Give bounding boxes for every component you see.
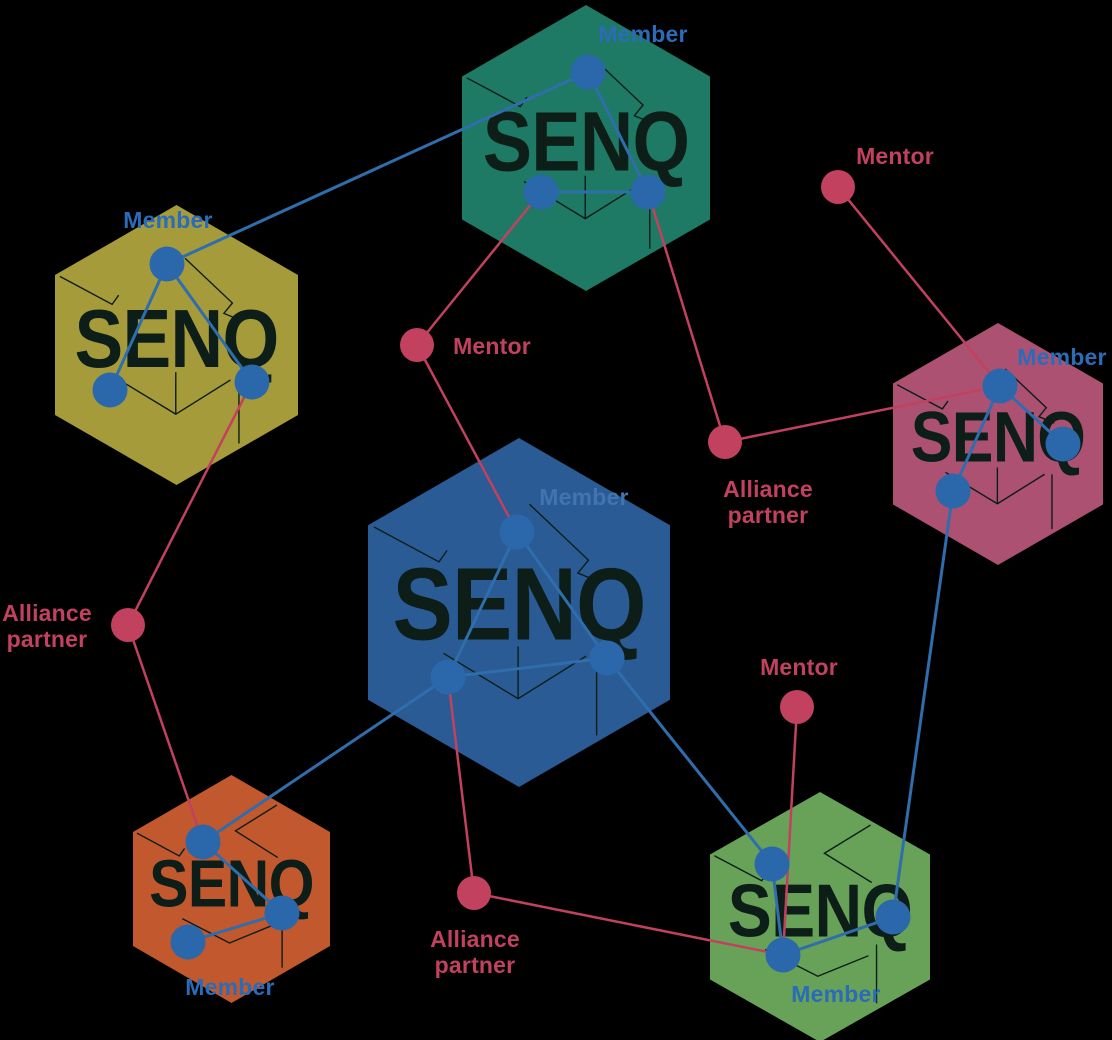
cube-line-art-icon <box>368 438 670 787</box>
edge-alliance-mid--pink-top <box>724 384 1001 444</box>
edge-olive-br--alliance-left <box>126 381 254 626</box>
senq-wordmark: SENQ <box>392 546 646 662</box>
edge-teal-br--alliance-mid <box>646 191 727 443</box>
node-member-blue-bl <box>430 659 466 695</box>
edge-olive-top--olive-bl <box>108 263 169 391</box>
label-member-green: Member <box>791 981 880 1007</box>
edge-teal-top--olive-top <box>166 70 589 266</box>
cube-line-art-icon <box>133 775 330 1003</box>
edge-mentor-center--blue-top <box>415 344 519 533</box>
node-member-green-bc <box>765 937 801 973</box>
node-mentor-mentor-bottom <box>780 690 814 724</box>
node-member-blue-br <box>589 640 625 676</box>
label-line: Alliance <box>2 600 92 626</box>
label-line: partner <box>727 502 809 528</box>
edge-blue-bl--blue-br <box>447 656 608 679</box>
edge-olive-top--olive-br <box>165 263 254 383</box>
node-alliance-alliance-bottom <box>457 876 491 910</box>
node-member-olive-bl <box>92 372 128 408</box>
edge-orange-top--orange-right <box>201 840 284 915</box>
edge-blue-bl--alliance-bottom <box>446 676 476 894</box>
edge-teal-bl--mentor-center <box>416 191 542 346</box>
node-member-pink-left <box>935 473 971 509</box>
label-mentor-topright: Mentor <box>856 143 934 169</box>
node-member-pink-top <box>982 368 1018 404</box>
edge-blue-bl--orange-top <box>202 675 449 844</box>
label-line: partner <box>434 952 516 978</box>
label-line: Alliance <box>430 926 520 952</box>
node-mentor-mentor-center <box>400 328 434 362</box>
node-member-blue-top <box>499 514 535 550</box>
label-line: Mentor <box>760 654 838 680</box>
node-member-green-tl <box>754 846 790 882</box>
edge-blue-top--blue-br <box>515 531 609 659</box>
label-line: Member <box>539 484 629 510</box>
label-line: Alliance <box>723 476 813 502</box>
node-member-orange-bl <box>170 924 206 960</box>
edge-mentor-bottom--green-bc <box>781 706 799 956</box>
node-member-green-right <box>875 899 911 935</box>
node-member-orange-right <box>264 895 300 931</box>
edge-mentor-topright--pink-top <box>837 186 1001 387</box>
edge-teal-top--teal-br <box>586 71 650 193</box>
node-member-orange-top <box>185 824 221 860</box>
label-mentor-bottom: Mentor <box>760 654 838 680</box>
label-line: Member <box>598 21 688 47</box>
label-line: Mentor <box>856 143 934 169</box>
edge-pink-left--green-right <box>891 490 955 918</box>
label-member-orange: Member <box>185 974 274 1000</box>
node-member-olive-br <box>234 364 270 400</box>
label-member-teal: Member <box>598 21 687 47</box>
label-line: Member <box>185 974 275 1000</box>
label-line: partner <box>6 626 88 652</box>
label-mentor-center: Mentor <box>453 333 531 359</box>
node-alliance-alliance-mid <box>708 425 742 459</box>
label-member-pink: Member <box>1017 344 1106 370</box>
edge-green-bc--green-right <box>782 915 894 957</box>
node-member-teal-bl <box>523 174 559 210</box>
hexagon-senq-blue: SENQ <box>368 438 670 787</box>
edge-blue-br--green-tl <box>605 657 774 865</box>
edge-blue-top--blue-bl <box>446 531 519 678</box>
edge-pink-top--pink-left <box>951 385 1002 492</box>
label-line: Member <box>123 207 213 233</box>
edge-alliance-left--orange-top <box>126 624 205 843</box>
label-line: Mentor <box>453 333 531 359</box>
label-line: Member <box>1017 344 1107 370</box>
node-member-olive-top <box>149 246 185 282</box>
senq-wordmark: SENQ <box>482 94 690 189</box>
label-line: Member <box>791 981 881 1007</box>
node-alliance-alliance-left <box>111 608 145 642</box>
node-member-teal-top <box>570 54 606 90</box>
label-member-blue: Member <box>539 484 628 510</box>
node-member-pink-right <box>1045 426 1081 462</box>
node-member-teal-br <box>630 174 666 210</box>
node-mentor-mentor-topright <box>821 170 855 204</box>
edge-alliance-bottom--green-bc <box>473 891 784 957</box>
label-member-olive: Member <box>123 207 212 233</box>
